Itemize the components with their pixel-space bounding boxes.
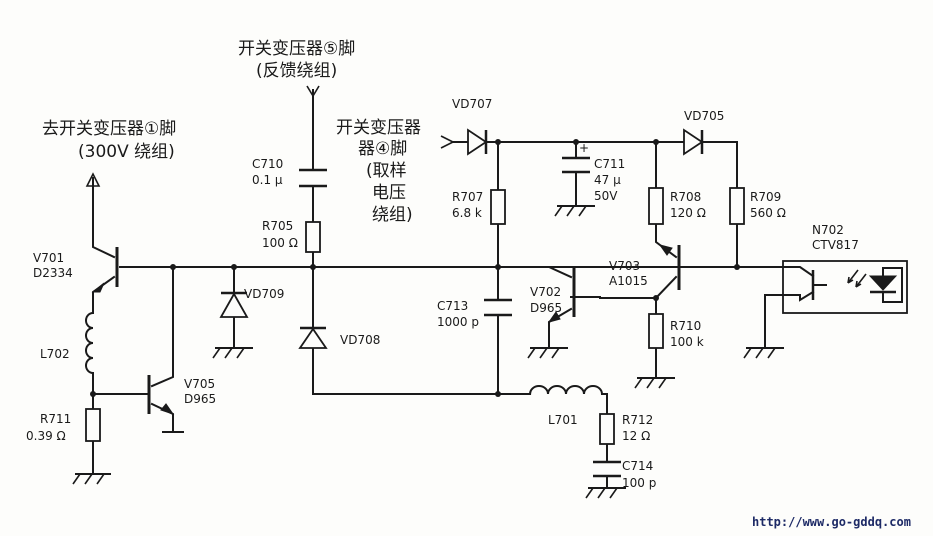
ground-vd709: [212, 347, 253, 359]
c711-voltage: 50V: [594, 189, 618, 203]
c711-value: 47 μ: [594, 173, 621, 187]
capacitor-c714: [593, 460, 621, 478]
c711-ref: C711: [594, 157, 625, 171]
v702-ref: V702: [530, 285, 561, 299]
l701-ref: L701: [548, 413, 578, 427]
transistor-v701: [91, 247, 119, 293]
v701-type: D2334: [33, 266, 73, 280]
pin5-label-line2: (反馈绕组): [256, 61, 337, 81]
r710-ref: R710: [670, 319, 701, 333]
ground-r711: [72, 473, 111, 485]
c714-ref: C714: [622, 459, 653, 473]
pin4-label-line5: 绕组): [372, 205, 413, 225]
inductor-l701: [528, 385, 606, 396]
pin4-label-line2: 器④脚: [358, 139, 407, 159]
vd708-ref: VD708: [340, 333, 380, 347]
transistor-v703: [658, 244, 681, 290]
r712-value: 12 Ω: [622, 429, 650, 443]
v703-ref: V703: [609, 259, 640, 273]
r711-ref: R711: [40, 412, 71, 426]
v701-ref: V701: [33, 251, 64, 265]
pin1-label-line2: (300V 绕组): [78, 142, 175, 162]
c710-value: 0.1 μ: [252, 173, 283, 187]
resistor-r711: [85, 408, 101, 442]
pin4-label-line3: (取样: [366, 161, 407, 181]
r711-value: 0.39 Ω: [26, 429, 66, 443]
inductor-l702: [85, 311, 95, 375]
v705-ref: V705: [184, 377, 215, 391]
transistor-v702: [547, 268, 576, 323]
pin4-terminal-arrow: [440, 135, 455, 149]
pin1-terminal-arrow: [85, 172, 101, 187]
pin5-label-line1: 开关变压器⑤脚: [238, 39, 355, 59]
junction-dots: [90, 139, 740, 397]
transistor-v705: [139, 375, 175, 415]
ground-v702: [527, 347, 568, 359]
c711-polarity-plus: +: [579, 141, 589, 155]
diode-vd709: [219, 291, 249, 318]
ground-c714: [585, 487, 626, 499]
r708-ref: R708: [670, 190, 701, 204]
v703-type: A1015: [609, 274, 648, 288]
pin4-label-line4: 电压: [372, 183, 406, 203]
resistor-r709: [729, 187, 745, 225]
resistor-r708: [648, 187, 664, 225]
n702-type: CTV817: [812, 238, 859, 252]
r712-ref: R712: [622, 413, 653, 427]
annotation-pin4: 开关变压器 器④脚 (取样 电压 绕组): [336, 118, 421, 225]
c713-value: 1000 p: [437, 315, 479, 329]
c714-value: 100 p: [622, 476, 656, 490]
resistor-r712: [599, 413, 615, 445]
vd705-ref: VD705: [684, 109, 724, 123]
pin5-terminal-arrow: [306, 85, 320, 98]
c710-ref: C710: [252, 157, 283, 171]
r707-value: 6.8 k: [452, 206, 482, 220]
watermark-url: http://www.go-gddq.com: [752, 515, 911, 529]
r708-value: 120 Ω: [670, 206, 706, 220]
r709-value: 560 Ω: [750, 206, 786, 220]
pin4-label-line1: 开关变压器: [336, 118, 421, 138]
annotation-pin1: 去开关变压器①脚 (300V 绕组): [42, 119, 176, 162]
l702-ref: L702: [40, 347, 70, 361]
diode-vd708: [298, 326, 328, 349]
r709-ref: R709: [750, 190, 781, 204]
capacitor-c713: [484, 298, 512, 317]
n702-ref: N702: [812, 223, 844, 237]
r707-ref: R707: [452, 190, 483, 204]
diode-vd707: [467, 128, 488, 156]
resistor-r707: [490, 189, 506, 225]
ground-r710: [634, 377, 675, 389]
r705-value: 100 Ω: [262, 236, 298, 250]
optocoupler-n702: [782, 260, 908, 314]
ground-opto: [743, 347, 784, 359]
v702-type: D965: [530, 301, 562, 315]
vd707-ref: VD707: [452, 97, 492, 111]
c713-ref: C713: [437, 299, 468, 313]
ground-c711: [554, 205, 595, 217]
annotation-pin5: 开关变压器⑤脚 (反馈绕组): [238, 39, 355, 81]
resistor-r710: [648, 313, 664, 349]
v705-type: D965: [184, 392, 216, 406]
r710-value: 100 k: [670, 335, 704, 349]
resistor-r705: [305, 221, 321, 253]
capacitor-c711: +: [562, 141, 590, 174]
pin1-label-line1: 去开关变压器①脚: [42, 119, 176, 139]
diode-vd705: [683, 128, 704, 156]
r705-ref: R705: [262, 219, 293, 233]
capacitor-c710: [299, 168, 327, 188]
vd709-ref: VD709: [244, 287, 284, 301]
